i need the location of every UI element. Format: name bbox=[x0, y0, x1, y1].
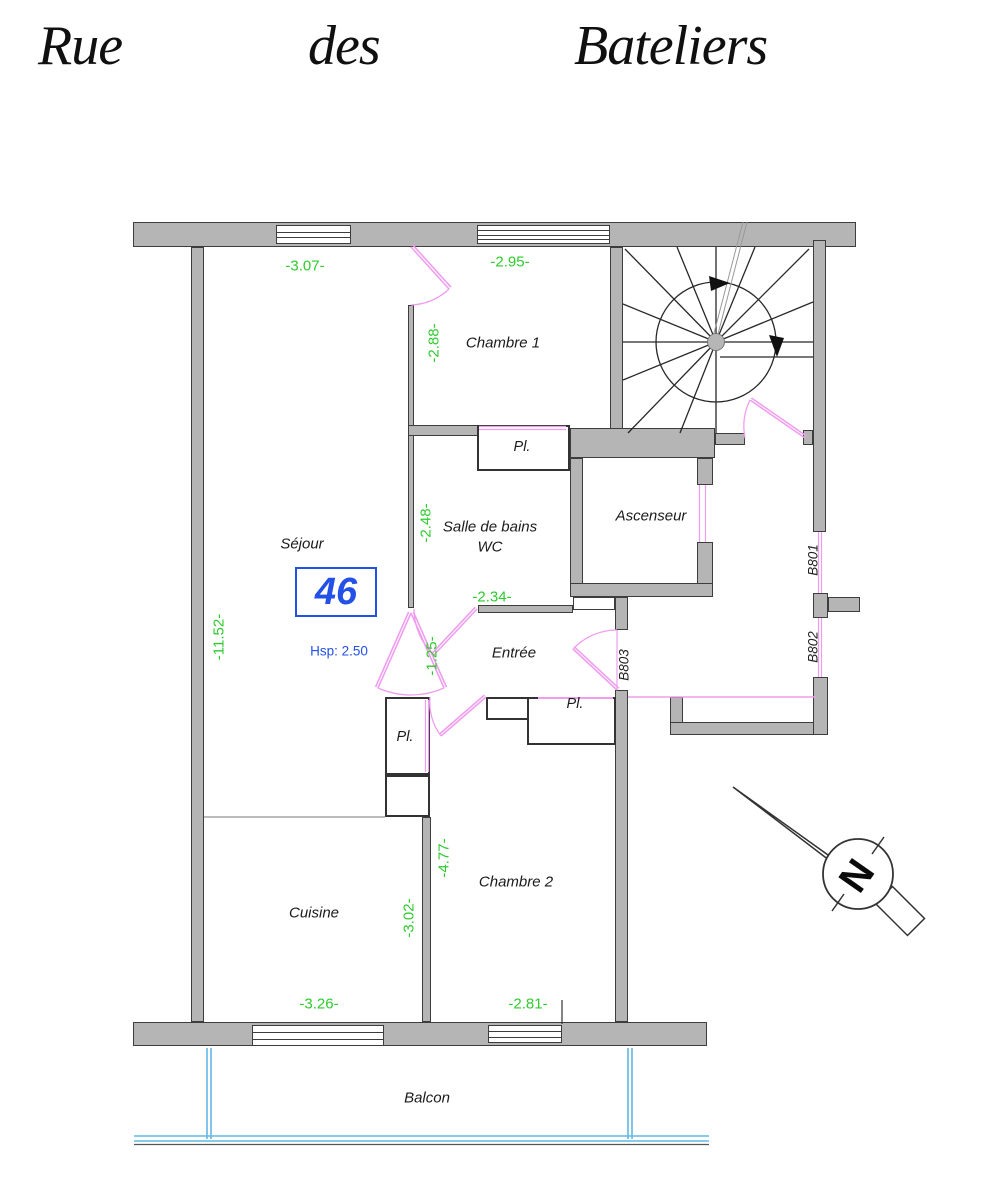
wall-segment bbox=[715, 433, 745, 445]
north-label: N bbox=[831, 852, 884, 901]
wall-segment bbox=[697, 458, 713, 485]
dimension-label: -2.34- bbox=[472, 588, 512, 606]
dimension-label: -3.07- bbox=[285, 257, 325, 275]
room-label-chambre2: Chambre 2 bbox=[478, 873, 554, 891]
wall-segment bbox=[803, 430, 813, 445]
unit-number: 46 bbox=[314, 570, 358, 613]
room-label-sdb: Salle de bains bbox=[442, 518, 538, 536]
room-label-sejour: Séjour bbox=[280, 535, 324, 553]
window bbox=[276, 225, 351, 244]
room-label-ascenseur: Ascenseur bbox=[615, 507, 687, 525]
dimension-label: -2.81- bbox=[508, 995, 548, 1013]
dimension-label: -4.77- bbox=[435, 838, 453, 878]
door-code-b802: B802 bbox=[805, 631, 821, 663]
wall-segment bbox=[828, 597, 860, 612]
closet-label: Pl. bbox=[513, 439, 531, 455]
street-title-word: Rue bbox=[38, 15, 123, 77]
wall-segment bbox=[133, 1022, 707, 1046]
misc-lines bbox=[204, 816, 563, 1024]
spiral-staircase-icon bbox=[622, 221, 814, 434]
closet-box bbox=[385, 775, 430, 817]
room-label-cuisine: Cuisine bbox=[288, 904, 340, 922]
dimension-label: -2.88- bbox=[425, 323, 443, 363]
door-code-b801: B801 bbox=[805, 544, 821, 576]
street-title-word: Bateliers bbox=[574, 15, 768, 77]
closet-label: Pl. bbox=[396, 729, 414, 745]
room-label-wc: WC bbox=[477, 538, 503, 556]
dimension-label: -11.52- bbox=[210, 613, 228, 661]
window bbox=[488, 1025, 562, 1043]
north-compass-icon: N bbox=[732, 786, 926, 937]
partition-box bbox=[486, 697, 533, 720]
wall-segment bbox=[813, 593, 828, 618]
ceiling-height-label: Hsp: 2.50 bbox=[310, 643, 368, 659]
wall-segment bbox=[478, 605, 573, 613]
wall-segment bbox=[615, 597, 628, 630]
dimension-label: -2.95- bbox=[490, 253, 530, 271]
room-label-chambre1: Chambre 1 bbox=[465, 334, 541, 352]
wall-segment bbox=[570, 583, 713, 597]
dimension-label: -3.02- bbox=[400, 898, 418, 938]
duct-niche bbox=[573, 597, 615, 610]
wall-segment bbox=[570, 458, 583, 597]
wall-segment bbox=[615, 690, 628, 1022]
dimension-label: -2.48- bbox=[417, 503, 435, 543]
window bbox=[252, 1025, 384, 1046]
window bbox=[477, 225, 610, 244]
wall-segment bbox=[670, 722, 828, 735]
door-code-b803: B803 bbox=[616, 649, 632, 681]
room-label-entree: Entrée bbox=[491, 644, 537, 662]
wall-segment bbox=[408, 425, 478, 436]
wall-segment bbox=[191, 247, 204, 1022]
dimension-label: -3.26- bbox=[299, 995, 339, 1013]
wall-segment bbox=[422, 817, 431, 1022]
wall-segment bbox=[610, 247, 623, 433]
dimension-label: -1.25- bbox=[423, 636, 441, 676]
closet-box bbox=[527, 697, 616, 745]
closet-label: Pl. bbox=[566, 696, 584, 712]
street-title-word: des bbox=[308, 15, 381, 77]
wall-segment bbox=[570, 428, 715, 458]
wall-segment bbox=[813, 677, 828, 735]
unit-number-box: 46 bbox=[295, 567, 377, 617]
wall-segment bbox=[408, 305, 414, 608]
wall-segment bbox=[813, 240, 826, 532]
room-label-balcon: Balcon bbox=[404, 1089, 450, 1107]
